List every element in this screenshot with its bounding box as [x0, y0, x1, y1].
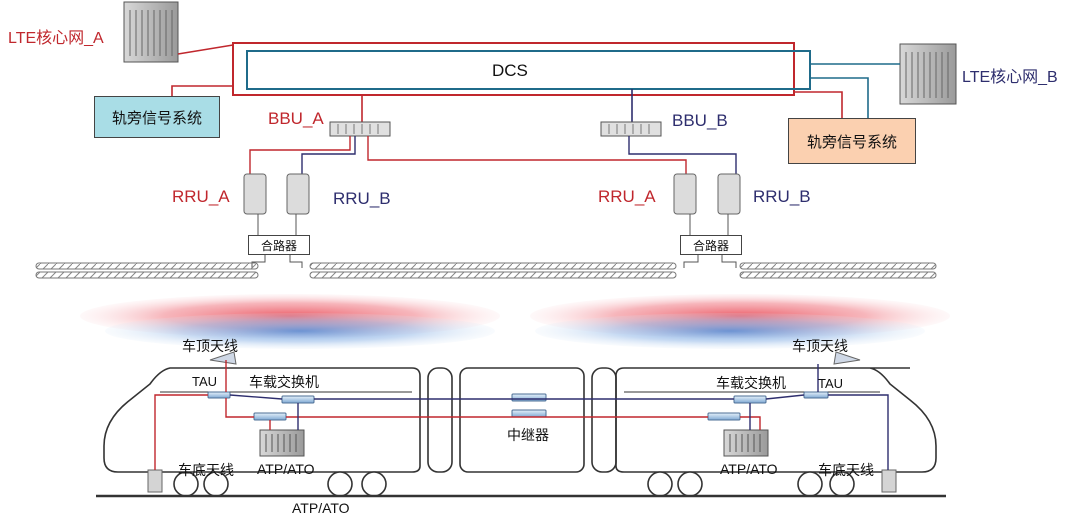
tau-left-label: TAU — [192, 374, 218, 389]
rru-b-left-label: RRU_B — [333, 189, 391, 208]
coverage-zones — [80, 294, 950, 349]
core-network-a-label: LTE核心网_A — [8, 30, 104, 47]
trackside-signal-system-right: 轨旁信号系统 — [788, 118, 916, 164]
rru-b-right-label: RRU_B — [753, 187, 811, 206]
combiner-left: 合路器 — [248, 235, 310, 255]
roof-antenna-left-label: 车顶天线 — [182, 338, 238, 354]
core-network-b-label: LTE核心网_B — [962, 69, 1058, 86]
bbu-rru-links — [249, 136, 737, 176]
atp-ato-units — [259, 429, 769, 457]
tau-right-label: TAU — [818, 376, 844, 391]
leaky-cables — [35, 262, 937, 279]
train-network-lines — [154, 360, 889, 470]
combiner-right: 合路器 — [680, 235, 742, 255]
bottom-antennas — [147, 469, 897, 493]
rru-combiner-links — [257, 214, 729, 236]
repeater-label: 中继器 — [507, 427, 549, 443]
onboard-devices — [207, 391, 829, 421]
roof-antennas — [209, 351, 861, 365]
onboard-switch-right-label: 车载交换机 — [716, 375, 786, 391]
core-network-a-rack — [123, 1, 179, 63]
dcs-ring-a — [232, 42, 795, 96]
rru-a-left-label: RRU_A — [172, 187, 230, 206]
core-a-links — [171, 44, 234, 96]
atp-ato-bottom-label: ATP/ATO — [292, 500, 350, 516]
bbu-a-unit — [329, 121, 391, 137]
train-body — [103, 367, 937, 473]
core-network-b-rack — [899, 43, 957, 105]
rru-units — [243, 173, 741, 215]
atp-ato-left-label: ATP/ATO — [257, 461, 315, 477]
bbu-b-label: BBU_B — [672, 111, 728, 130]
dcs-ring-b — [246, 50, 811, 90]
onboard-switch-left-label: 车载交换机 — [249, 374, 319, 390]
rru-a-right-label: RRU_A — [598, 187, 656, 206]
atp-ato-right-label: ATP/ATO — [720, 461, 778, 477]
bbu-b-unit — [600, 121, 662, 137]
core-b-links — [794, 63, 900, 118]
trackside-signal-system-left: 轨旁信号系统 — [94, 96, 220, 138]
bottom-antenna-right-label: 车底天线 — [818, 462, 874, 478]
roof-antenna-right-label: 车顶天线 — [792, 338, 848, 354]
bbu-a-label: BBU_A — [268, 109, 324, 128]
bottom-antenna-left-label: 车底天线 — [178, 462, 234, 478]
dcs-label: DCS — [492, 61, 528, 80]
